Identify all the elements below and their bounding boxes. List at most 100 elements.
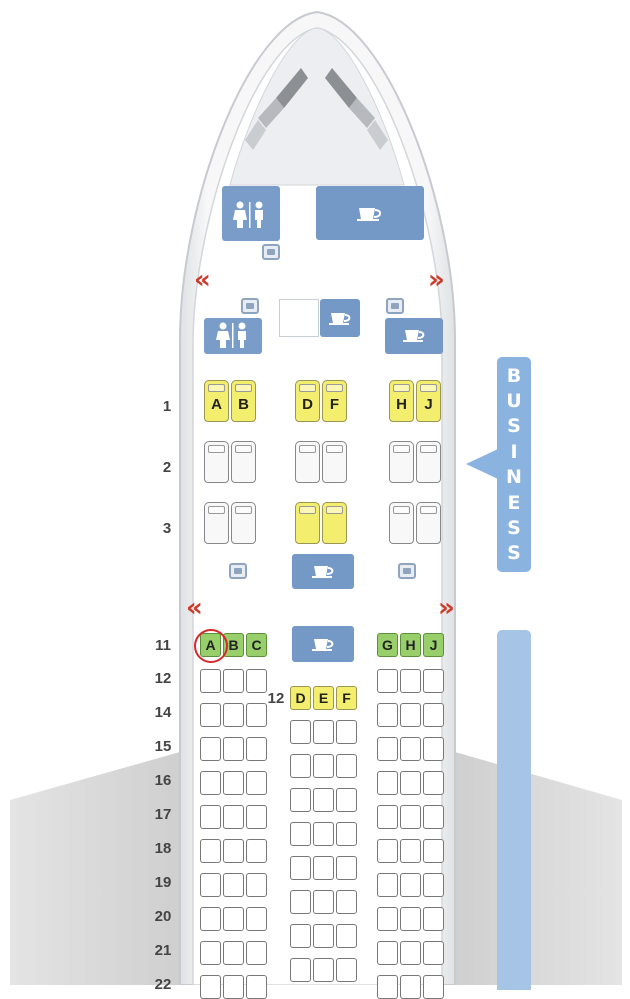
economy-seat[interactable] (223, 941, 244, 965)
economy-seat[interactable] (400, 873, 421, 897)
economy-seat[interactable] (336, 788, 357, 812)
economy-seat[interactable] (400, 975, 421, 999)
economy-seat[interactable]: H (400, 633, 421, 657)
economy-seat[interactable] (400, 703, 421, 727)
economy-seat[interactable] (336, 822, 357, 846)
business-seat[interactable]: J (416, 380, 441, 422)
economy-seat[interactable] (246, 873, 267, 897)
economy-seat[interactable] (246, 669, 267, 693)
economy-seat[interactable] (246, 941, 267, 965)
economy-seat[interactable] (313, 924, 334, 948)
business-seat[interactable] (231, 502, 256, 544)
economy-seat[interactable] (313, 958, 334, 982)
economy-seat[interactable] (200, 771, 221, 795)
economy-seat[interactable]: E (313, 686, 334, 710)
business-seat[interactable]: D (295, 380, 320, 422)
economy-seat[interactable] (290, 788, 311, 812)
business-seat[interactable]: B (231, 380, 256, 422)
economy-seat[interactable] (400, 737, 421, 761)
economy-seat[interactable] (290, 958, 311, 982)
economy-seat[interactable] (223, 703, 244, 727)
economy-seat[interactable] (223, 669, 244, 693)
economy-seat[interactable] (377, 669, 398, 693)
economy-seat[interactable] (313, 788, 334, 812)
economy-seat[interactable] (423, 737, 444, 761)
economy-seat[interactable] (313, 822, 334, 846)
business-seat[interactable] (416, 502, 441, 544)
economy-seat[interactable] (400, 941, 421, 965)
business-seat[interactable] (389, 502, 414, 544)
economy-seat[interactable] (377, 805, 398, 829)
economy-seat[interactable] (200, 873, 221, 897)
economy-seat[interactable] (200, 805, 221, 829)
economy-seat[interactable] (377, 873, 398, 897)
business-seat[interactable] (204, 441, 229, 483)
economy-seat[interactable] (223, 839, 244, 863)
business-seat[interactable]: A (204, 380, 229, 422)
economy-seat[interactable]: D (290, 686, 311, 710)
business-seat[interactable] (295, 441, 320, 483)
business-seat[interactable] (295, 502, 320, 544)
economy-seat[interactable] (200, 975, 221, 999)
economy-seat[interactable] (223, 771, 244, 795)
economy-seat[interactable] (246, 907, 267, 931)
economy-seat[interactable] (336, 856, 357, 880)
economy-seat[interactable] (423, 703, 444, 727)
economy-seat[interactable] (290, 856, 311, 880)
business-seat[interactable]: H (389, 380, 414, 422)
economy-seat[interactable] (290, 890, 311, 914)
business-seat[interactable] (389, 441, 414, 483)
economy-seat[interactable] (423, 873, 444, 897)
business-seat[interactable] (231, 441, 256, 483)
economy-seat[interactable] (290, 754, 311, 778)
economy-seat[interactable] (246, 975, 267, 999)
economy-seat[interactable] (246, 805, 267, 829)
economy-seat[interactable] (223, 873, 244, 897)
economy-seat[interactable] (200, 941, 221, 965)
economy-seat[interactable] (246, 771, 267, 795)
business-seat[interactable] (204, 502, 229, 544)
economy-seat[interactable] (223, 737, 244, 761)
economy-seat[interactable] (377, 907, 398, 931)
economy-seat[interactable] (200, 839, 221, 863)
business-seat[interactable] (322, 502, 347, 544)
business-seat[interactable] (416, 441, 441, 483)
economy-seat[interactable]: C (246, 633, 267, 657)
economy-seat[interactable] (423, 907, 444, 931)
economy-seat[interactable] (246, 737, 267, 761)
economy-seat[interactable] (246, 839, 267, 863)
economy-seat[interactable] (423, 941, 444, 965)
economy-seat[interactable]: G (377, 633, 398, 657)
economy-seat[interactable]: F (336, 686, 357, 710)
economy-seat[interactable] (200, 737, 221, 761)
economy-seat[interactable] (200, 669, 221, 693)
economy-seat[interactable] (290, 720, 311, 744)
economy-seat[interactable] (336, 754, 357, 778)
economy-seat[interactable] (377, 771, 398, 795)
economy-seat[interactable] (336, 958, 357, 982)
economy-seat[interactable] (313, 720, 334, 744)
economy-seat[interactable] (336, 720, 357, 744)
economy-seat[interactable] (313, 754, 334, 778)
economy-seat[interactable] (423, 669, 444, 693)
economy-seat[interactable] (377, 941, 398, 965)
economy-seat[interactable] (423, 839, 444, 863)
economy-seat[interactable] (290, 822, 311, 846)
economy-seat[interactable] (377, 737, 398, 761)
economy-seat[interactable] (377, 975, 398, 999)
economy-seat[interactable] (223, 907, 244, 931)
economy-seat[interactable] (313, 890, 334, 914)
economy-seat[interactable] (400, 907, 421, 931)
economy-seat[interactable] (313, 856, 334, 880)
economy-seat[interactable] (336, 890, 357, 914)
economy-seat[interactable] (400, 839, 421, 863)
economy-seat[interactable] (423, 771, 444, 795)
economy-seat[interactable] (336, 924, 357, 948)
economy-seat[interactable] (223, 975, 244, 999)
economy-seat[interactable]: J (423, 633, 444, 657)
economy-seat[interactable] (423, 975, 444, 999)
economy-seat[interactable] (246, 703, 267, 727)
business-seat[interactable] (322, 441, 347, 483)
economy-seat[interactable] (223, 805, 244, 829)
economy-seat[interactable] (400, 669, 421, 693)
